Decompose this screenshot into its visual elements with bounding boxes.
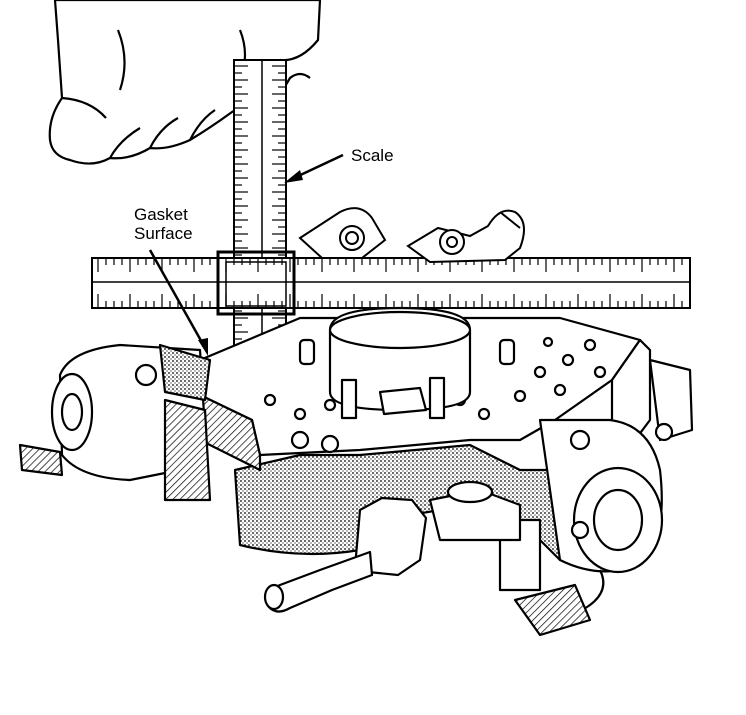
gasket-surface-label-line1: Gasket — [134, 205, 188, 224]
right-motor-assembly — [513, 358, 694, 637]
upper-linkages — [298, 207, 525, 264]
gasket-surface-label-line2: Surface — [134, 224, 193, 243]
hand — [48, 0, 322, 165]
gasket-surface-label: Gasket Surface — [134, 205, 224, 243]
horizontal-straight-edge — [91, 250, 691, 316]
gasket-arrow-icon — [148, 249, 208, 356]
scale-label: Scale — [351, 146, 394, 165]
left-motor-assembly — [18, 343, 212, 502]
scale-arrow-icon — [284, 153, 344, 183]
